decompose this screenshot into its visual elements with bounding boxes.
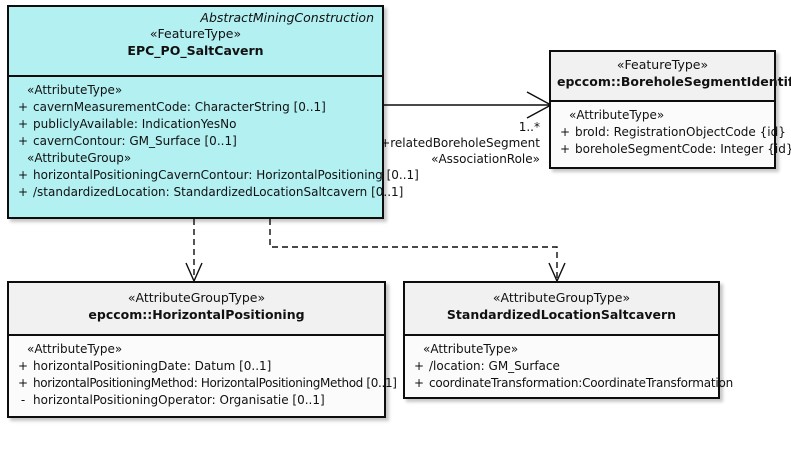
connector-dependency-horizontal-positioning[interactable] (185, 219, 203, 283)
visibility-marker: + (413, 359, 425, 373)
visibility-marker: + (17, 185, 29, 199)
class-attributes-compartment: «AttributeType» + broId: RegistrationObj… (551, 102, 791, 163)
attribute-signature: broId: RegistrationObjectCode {id} (575, 125, 786, 139)
connector-association-borehole[interactable] (384, 91, 553, 119)
visibility-marker: + (17, 168, 29, 182)
attribute-group-stereotype: «AttributeType» (423, 342, 519, 356)
attribute-row[interactable]: + cavernMeasurementCode: CharacterString… (13, 99, 378, 116)
visibility-marker: + (559, 125, 571, 139)
class-header: AbstractMiningConstruction «FeatureType»… (9, 7, 382, 77)
attribute-row[interactable]: - horizontalPositioningOperator: Organis… (13, 392, 380, 409)
attribute-row[interactable]: + horizontalPositioningDate: Datum [0..1… (13, 358, 380, 375)
visibility-marker: + (17, 117, 29, 131)
class-name: StandardizedLocationSaltcavern (446, 307, 677, 322)
attribute-row[interactable]: + coordinateTransformation:CoordinateTra… (409, 375, 733, 392)
attribute-signature: coordinateTransformation:CoordinateTrans… (429, 376, 734, 390)
visibility-marker: - (20, 393, 26, 407)
class-box-epc-po-saltcavern[interactable]: AbstractMiningConstruction «FeatureType»… (7, 5, 419, 219)
attribute-signature: horizontalPositioningCavernContour: Hori… (33, 168, 419, 182)
class-header: «AttributeGroupType» StandardizedLocatio… (405, 283, 718, 336)
attribute-signature: horizontalPositioningOperator: Organisat… (33, 393, 325, 407)
attribute-row[interactable]: + horizontalPositioningCavernContour: Ho… (13, 167, 419, 184)
class-header: «AttributeGroupType» epccom::HorizontalP… (9, 283, 384, 336)
visibility-marker: + (17, 134, 29, 148)
attribute-row[interactable]: + /location: GM_Surface (409, 358, 714, 375)
class-name: epccom::HorizontalPositioning (88, 307, 305, 322)
attribute-signature: /location: GM_Surface (429, 359, 560, 373)
association-multiplicity: 1..* (518, 120, 540, 134)
class-stereotype: «FeatureType» (616, 57, 709, 72)
class-name: EPC_PO_SaltCavern (127, 43, 264, 58)
package-qualifier: AbstractMiningConstruction (200, 10, 374, 25)
attribute-row[interactable]: + boreholeSegmentCode: Integer {id} (555, 141, 791, 158)
attribute-row[interactable]: + cavernContour: GM_Surface [0..1] (13, 133, 378, 150)
class-attributes-compartment: «AttributeType» + /location: GM_Surface … (405, 336, 733, 397)
class-header: «FeatureType» epccom::BoreholeSegmentIde… (551, 52, 791, 102)
connector-dependency-standardized-location[interactable] (269, 219, 566, 283)
visibility-marker: + (17, 100, 29, 114)
attribute-signature: cavernMeasurementCode: CharacterString [… (33, 100, 326, 114)
visibility-marker: + (559, 142, 571, 156)
class-box-horizontal-positioning[interactable]: «AttributeGroupType» epccom::HorizontalP… (7, 281, 397, 418)
class-stereotype: «FeatureType» (149, 26, 242, 41)
association-role-label: +relatedBoreholeSegment (380, 136, 540, 150)
visibility-marker: + (17, 359, 29, 373)
attribute-signature: boreholeSegmentCode: Integer {id} (575, 142, 791, 156)
attribute-row[interactable]: + /standardizedLocation: StandardizedLoc… (13, 184, 403, 201)
attribute-signature: publiclyAvailable: IndicationYesNo (33, 117, 237, 131)
attribute-row[interactable]: + publiclyAvailable: IndicationYesNo (13, 116, 378, 133)
visibility-marker: + (17, 376, 29, 390)
attribute-row[interactable]: + horizontalPositioningMethod: Horizonta… (13, 375, 397, 392)
class-box-standardized-location-saltcavern[interactable]: «AttributeGroupType» StandardizedLocatio… (403, 281, 733, 399)
attribute-group-stereotype: «AttributeType» (27, 83, 123, 97)
class-stereotype: «AttributeGroupType» (492, 290, 631, 305)
class-stereotype: «AttributeGroupType» (127, 290, 266, 305)
class-name: epccom::BoreholeSegmentIdentification (557, 74, 791, 89)
attribute-signature: cavernContour: GM_Surface [0..1] (33, 134, 237, 148)
class-attributes-compartment: «AttributeType» + cavernMeasurementCode:… (9, 77, 419, 206)
attribute-group-stereotype: «AttributeGroup» (27, 151, 132, 165)
class-attributes-compartment: «AttributeType» + horizontalPositioningD… (9, 336, 397, 414)
attribute-signature: horizontalPositioningDate: Datum [0..1] (33, 359, 272, 373)
attribute-group-stereotype: «AttributeType» (27, 342, 123, 356)
attribute-signature: /standardizedLocation: StandardizedLocat… (33, 185, 404, 199)
attribute-row[interactable]: + broId: RegistrationObjectCode {id} (555, 124, 786, 141)
association-stereotype-label: «AssociationRole» (431, 152, 540, 166)
class-box-borehole-segment-identification[interactable]: «FeatureType» epccom::BoreholeSegmentIde… (549, 50, 791, 169)
attribute-group-stereotype: «AttributeType» (569, 108, 665, 122)
attribute-signature: horizontalPositioningMethod: HorizontalP… (33, 376, 397, 390)
visibility-marker: + (413, 376, 425, 390)
